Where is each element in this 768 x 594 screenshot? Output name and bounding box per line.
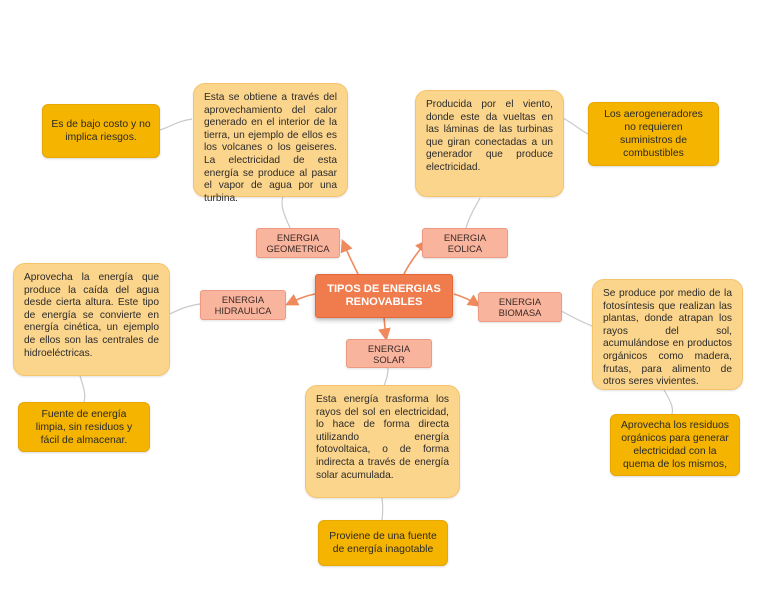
link-geometrica-note bbox=[159, 118, 193, 131]
note-eolica-text: Los aerogeneradores no requieren suminis… bbox=[604, 109, 703, 159]
description-eolica: Producida por el viento, donde este da v… bbox=[415, 90, 564, 197]
link-hidraulica-desc bbox=[169, 303, 201, 315]
description-geometrica: Esta se obtiene a través del aprovechami… bbox=[193, 83, 348, 204]
note-biomasa-text: Aprovecha los residuos orgánicos para ge… bbox=[620, 420, 729, 470]
description-geometrica-text: Esta se obtiene a través del aprovechami… bbox=[204, 92, 337, 204]
topic-biomasa-label: ENERGIA BIOMASA bbox=[498, 296, 542, 318]
center-title: TIPOS DE ENERGIAS RENOVABLES bbox=[327, 283, 441, 308]
arrow-to-hidraulica bbox=[285, 293, 316, 306]
description-hidraulica: Aprovecha la energía que produce la caíd… bbox=[13, 263, 170, 376]
note-solar: Proviene de una fuente de energía inagot… bbox=[318, 520, 448, 566]
link-hidraulica-note bbox=[79, 375, 86, 403]
description-solar-text: Esta energía trasforma los rayos del sol… bbox=[316, 394, 449, 481]
topic-solar: ENERGIA SOLAR bbox=[346, 339, 432, 368]
note-solar-text: Proviene de una fuente de energía inagot… bbox=[329, 531, 437, 555]
description-solar: Esta energía trasforma los rayos del sol… bbox=[305, 385, 460, 498]
arrow-to-solar bbox=[378, 317, 391, 342]
center-node: TIPOS DE ENERGIAS RENOVABLES bbox=[315, 274, 453, 318]
description-biomasa-text: Se produce por medio de la fotosíntesis … bbox=[603, 288, 732, 388]
arrow-to-biomasa bbox=[453, 293, 481, 307]
topic-eolica: ENERGIA EOLICA bbox=[422, 228, 508, 258]
topic-geometrica: ENERGIA GEOMETRICA bbox=[256, 228, 340, 258]
description-hidraulica-text: Aprovecha la energía que produce la caíd… bbox=[24, 272, 159, 359]
topic-solar-label: ENERGIA SOLAR bbox=[367, 342, 411, 365]
note-geometrica-text: Es de bajo costo y no implica riesgos. bbox=[51, 119, 151, 143]
link-eolica-desc bbox=[465, 197, 481, 229]
link-biomasa-note bbox=[663, 389, 674, 415]
note-eolica: Los aerogeneradores no requieren suminis… bbox=[588, 102, 719, 166]
topic-geometrica-label: ENERGIA GEOMETRICA bbox=[266, 232, 330, 254]
note-hidraulica-text: Fuente de energía limpia, sin residuos y… bbox=[35, 408, 133, 446]
link-eolica-note bbox=[562, 117, 589, 135]
link-solar-note bbox=[381, 497, 384, 521]
topic-hidraulica-label: ENERGIA HIDRAULICA bbox=[214, 294, 272, 316]
topic-biomasa: ENERGIA BIOMASA bbox=[478, 292, 562, 322]
arrow-to-geometrica bbox=[340, 239, 359, 275]
note-hidraulica: Fuente de energía limpia, sin residuos y… bbox=[18, 402, 150, 452]
topic-hidraulica: ENERGIA HIDRAULICA bbox=[200, 290, 286, 320]
note-geometrica: Es de bajo costo y no implica riesgos. bbox=[42, 104, 160, 158]
description-biomasa: Se produce por medio de la fotosíntesis … bbox=[592, 279, 743, 390]
description-eolica-text: Producida por el viento, donde este da v… bbox=[426, 99, 553, 173]
topic-eolica-label: ENERGIA EOLICA bbox=[443, 232, 487, 254]
note-biomasa: Aprovecha los residuos orgánicos para ge… bbox=[610, 414, 740, 476]
link-geometrica-desc bbox=[281, 195, 291, 229]
link-solar-desc bbox=[383, 367, 389, 387]
